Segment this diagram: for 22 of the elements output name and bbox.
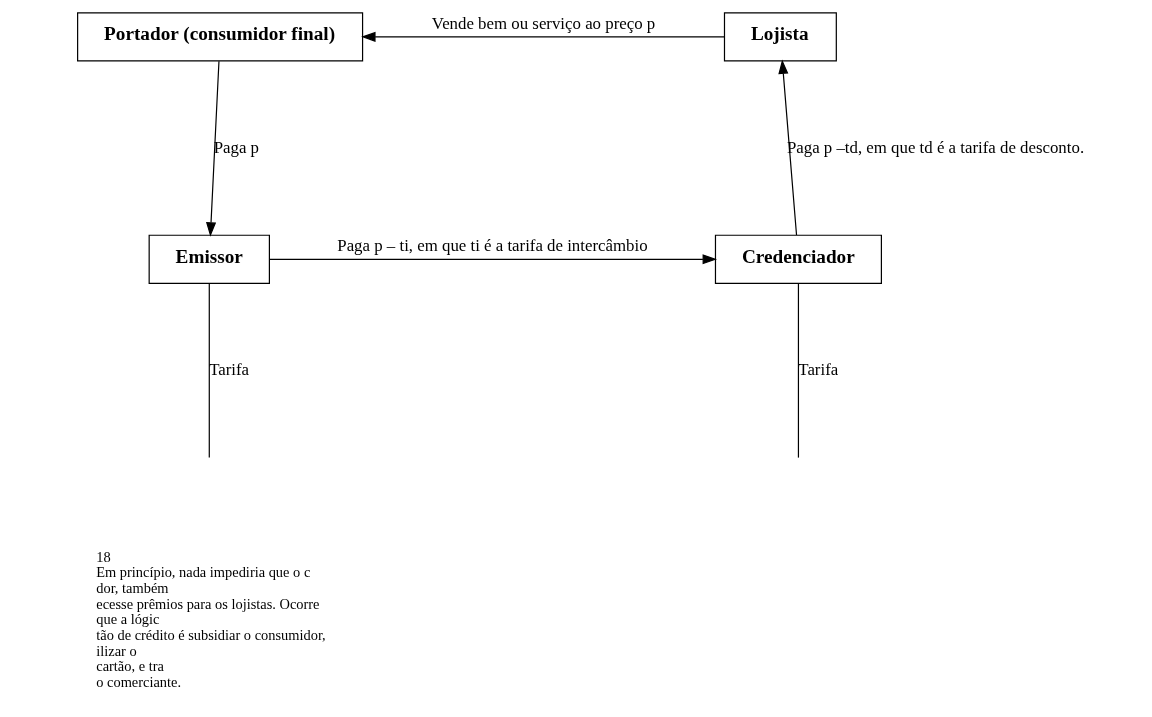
node-box: Lojista xyxy=(723,12,837,62)
label: cartão, e tra xyxy=(96,658,164,675)
node-box: Portador (consumidor final) xyxy=(77,12,364,62)
edge-label: Vende bem ou serviço ao preço p xyxy=(431,13,656,33)
arrow xyxy=(268,254,717,265)
label: que a lógic xyxy=(96,611,160,628)
node-box: Emissor xyxy=(148,234,270,284)
connector xyxy=(208,282,210,459)
edge-label: Paga p – ti, em que ti é a tarifa de intercâmbio xyxy=(337,236,648,256)
arrow xyxy=(361,31,726,42)
label: ecesse prêmios para os lojistas. Ocorre xyxy=(96,595,320,612)
label: 18 xyxy=(96,548,111,565)
label: ilizar o xyxy=(96,642,137,659)
label: dor, também xyxy=(96,580,169,597)
connector xyxy=(797,282,800,459)
label: o comerciante. xyxy=(96,673,182,690)
node-box: Credenciador xyxy=(714,234,882,284)
arrow xyxy=(206,60,220,237)
edge-label: Tarifa xyxy=(798,359,839,379)
label: Em princípio, nada impediria que o c xyxy=(96,564,311,581)
label: tão de crédito é subsidiar o consumidor, xyxy=(96,626,326,643)
arrow xyxy=(778,59,798,236)
